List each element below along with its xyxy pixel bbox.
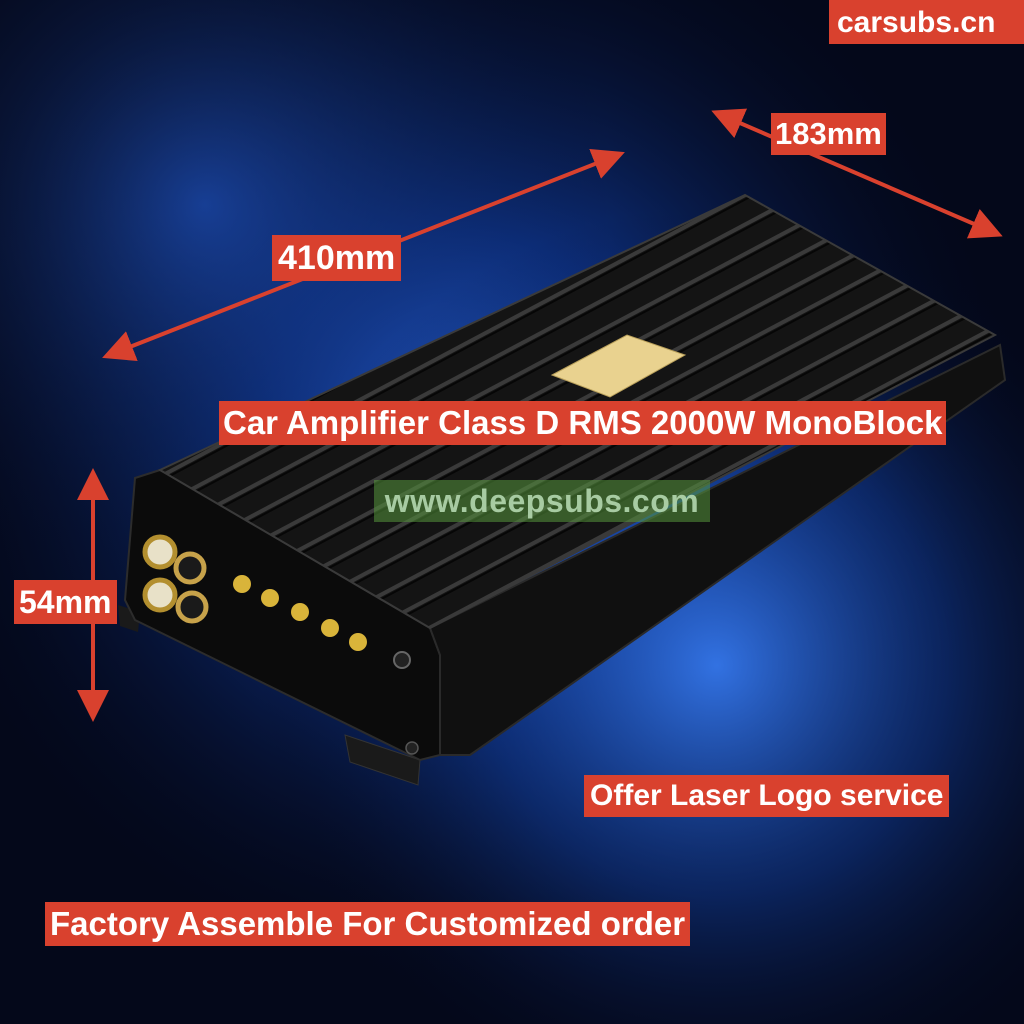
remote-port-icon [393,651,411,669]
product-title-label: Car Amplifier Class D RMS 2000W MonoBloc… [219,401,947,445]
mounting-foot [344,734,421,786]
gain-knob-icon [233,575,251,593]
width-dimension-label: 183mm [771,113,886,155]
bass-boost-knob-icon [291,603,309,621]
width-arrow [711,108,1003,239]
laser-logo-label: Offer Laser Logo service [584,775,950,817]
length-dimension-label: 410mm [272,235,402,281]
rca-input-icon [142,534,178,570]
factory-label: Factory Assemble For Customized order [45,902,691,946]
lpf-knob-icon [321,619,339,637]
site-badge: carsubs.cn [829,0,1024,44]
phase-knob-icon [349,633,367,651]
rca-output-icon [142,577,178,613]
front-controls [142,534,419,755]
amplifier-side [428,343,1007,756]
height-dimension-label: 54mm [14,580,117,624]
screw-icon [405,741,419,755]
subsonic-knob-icon [261,589,279,607]
watermark-text: www.deepsubs.com [374,480,710,522]
rca-output-icon [175,590,209,624]
rca-input-icon [173,551,207,585]
